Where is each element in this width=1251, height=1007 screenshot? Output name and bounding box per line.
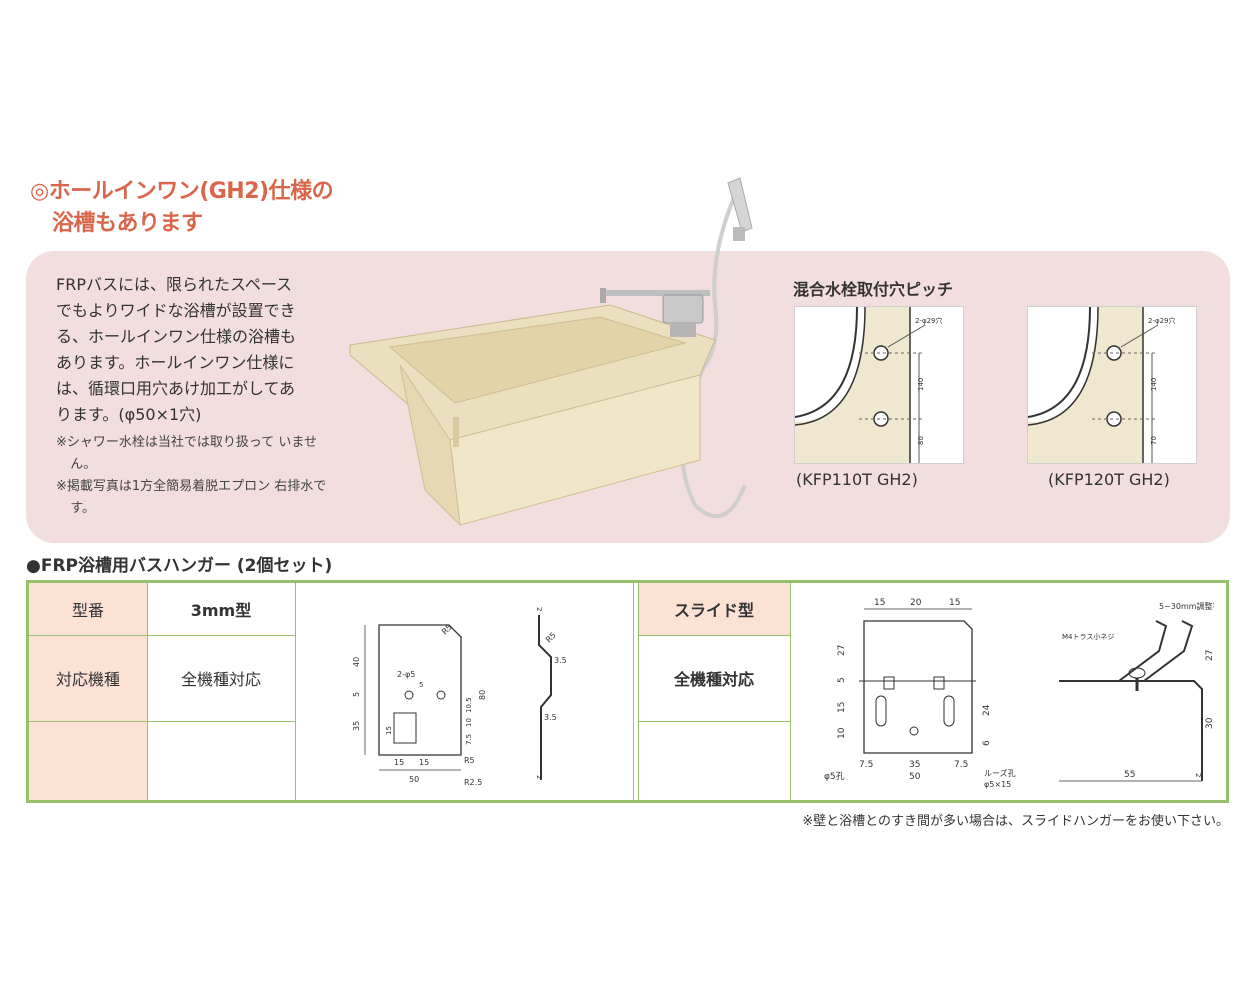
dim-5: 5 — [352, 692, 361, 697]
loose-hole-size: φ5×15 — [984, 780, 1011, 789]
loose-hole-label: ルーズ孔 — [984, 768, 1016, 778]
dim-15v: 15 — [385, 726, 393, 735]
screw-label: M4トラス小ネジ — [1062, 632, 1114, 641]
description-line: は、循環口用穴あけ加工がしてあ — [56, 379, 296, 398]
row-label-blank — [29, 721, 147, 800]
footnote: ※壁と浴槽とのすき間が多い場合は、スライドハンガーをお使い下さい。 — [802, 814, 1229, 829]
row-label-compat: 対応機種 — [29, 635, 147, 721]
description-line: る、ホールインワン仕様の浴槽も — [56, 327, 297, 346]
radius-r2-5: R2.5 — [464, 778, 482, 787]
side-d55: 55 — [1124, 770, 1135, 780]
side-d2: 2 — [1194, 773, 1202, 777]
note-shower: ※シャワー水栓は当社では取り扱って いません。 — [56, 435, 317, 472]
pitch-drawing-kfp120t: 2-φ29穴 140 70 — [1027, 306, 1197, 464]
hole-label: 2-φ29穴 — [915, 316, 943, 325]
dim-10: 10 — [465, 718, 473, 727]
dim-15b: 15 — [949, 598, 960, 608]
dim-7-5b: 7.5 — [954, 760, 968, 770]
hole-2-5: 2-φ5 — [397, 670, 415, 679]
dim-35: 35 — [909, 760, 920, 770]
dim-10-5: 10.5 — [465, 697, 473, 713]
adjust-range: 5~30mm調整可 — [1159, 601, 1214, 611]
side-d30: 30 — [1205, 717, 1214, 729]
model-slide: スライド型 — [638, 583, 790, 635]
dim-7-5a: 7.5 — [859, 760, 873, 770]
dim-15v: 15 — [837, 702, 847, 713]
description-line: ります。(φ50×1穴) — [56, 405, 202, 424]
side-r5: R5 — [544, 631, 558, 645]
dim-15b: 15 — [419, 758, 429, 767]
note-photo: ※掲載写真は1方全簡易着脱エプロン 右排水です。 — [56, 479, 327, 516]
hanger-section-title: ●FRP浴槽用バスハンガー (2個セット) — [26, 556, 333, 576]
row-label-model: 型番 — [29, 583, 147, 635]
dim-80: 80 — [917, 436, 925, 445]
pitch-title: 混合水栓取付穴ピッチ — [793, 280, 954, 299]
description-block: FRPバスには、限られたスペース でもよりワイドな浴槽が設置でき る、ホールイン… — [56, 272, 336, 520]
side-d3-5a: 3.5 — [554, 656, 567, 665]
model-3mm: 3mm型 — [190, 601, 252, 620]
dim-20: 20 — [910, 598, 922, 608]
radius-r5b: R5 — [464, 756, 475, 765]
dim-80: 80 — [478, 690, 487, 700]
dim-140: 140 — [1150, 378, 1158, 391]
dim-15a: 15 — [874, 598, 885, 608]
bathtub-photo — [349, 177, 753, 527]
hanger-slide-drawing: 15 20 15 27 5 15 10 24 6 7.5 35 7.5 50 φ… — [824, 598, 1214, 789]
caption-kfp110t: (KFP110T GH2) — [796, 470, 918, 489]
side-d2a: 2 — [535, 607, 543, 611]
heading-line-2: 浴槽もあります — [52, 211, 203, 236]
compat-3mm: 全機種対応 — [180, 670, 261, 689]
dim-5: 5 — [837, 677, 847, 683]
dim-6: 6 — [982, 740, 992, 746]
description-line: あります。ホールインワン仕様に — [56, 353, 295, 372]
dim-50: 50 — [409, 775, 419, 784]
pitch-drawing-kfp110t: 2-φ29穴 140 80 — [794, 306, 964, 464]
dim-24: 24 — [982, 704, 992, 716]
heading-line-1: ◎ホールインワン(GH2)仕様の — [30, 179, 334, 204]
dim-70: 70 — [1150, 436, 1158, 445]
dim-15a: 15 — [394, 758, 404, 767]
description-line: でもよりワイドな浴槽が設置でき — [56, 301, 296, 320]
dim-35: 35 — [352, 721, 361, 731]
dim-50: 50 — [909, 772, 921, 782]
hanger-3mm-drawing: 40 5 35 80 2-φ5 5 R5 15 15 50 15 7.5 10 … — [352, 607, 567, 787]
hole-label: 2-φ29穴 — [1148, 316, 1176, 325]
compat-slide: 全機種対応 — [673, 670, 754, 689]
dim-40: 40 — [352, 657, 361, 667]
side-d2b: 2 — [535, 775, 543, 779]
dim-7-5: 7.5 — [465, 734, 473, 745]
caption-kfp120t: (KFP120T GH2) — [1048, 470, 1170, 489]
side-d27: 27 — [1205, 650, 1214, 661]
side-d3-5b: 3.5 — [544, 713, 557, 722]
hole-5: φ5孔 — [824, 771, 845, 782]
hanger-table: 型番 対応機種 3mm型 全機種対応 スライド型 全機種対応 40 5 35 8… — [26, 580, 1229, 803]
section-heading: ◎ホールインワン(GH2)仕様の 浴槽もあります — [30, 176, 334, 240]
dim-140: 140 — [917, 378, 925, 391]
dim-5b: 5 — [419, 681, 423, 689]
description-line: FRPバスには、限られたスペース — [56, 275, 293, 294]
dim-27: 27 — [837, 645, 847, 656]
dim-10: 10 — [837, 727, 847, 739]
